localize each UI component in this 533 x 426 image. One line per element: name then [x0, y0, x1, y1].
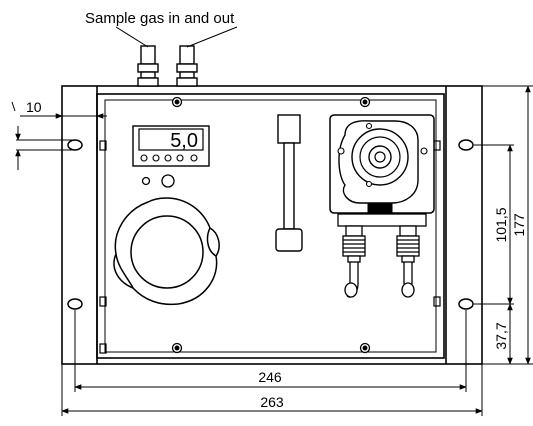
- mounting-slot-top-right: [458, 139, 474, 151]
- dimensions: [11, 85, 533, 416]
- pump-screw: [365, 180, 373, 188]
- pump-rotor-center: [374, 151, 386, 163]
- display-window: [138, 128, 204, 151]
- mounting-slot-bottom-right: [458, 298, 474, 310]
- flowmeter-top-cap: [277, 114, 301, 144]
- display-button-5: [190, 154, 198, 162]
- flange-screw: [99, 296, 107, 307]
- mounting-slot-bottom-left: [67, 298, 83, 310]
- indicator-lamps: [141, 174, 175, 188]
- gas-outlet-fitting: [176, 45, 198, 87]
- filter-window: [130, 215, 204, 289]
- flowmeter: [275, 114, 303, 252]
- panel-inner-edge: [104, 99, 437, 353]
- callout-label: Sample gas in and out: [85, 10, 235, 27]
- pump-screw: [337, 147, 345, 155]
- mounting-slot-top-left: [67, 139, 83, 151]
- pump-base: [337, 213, 427, 227]
- status-led: [141, 176, 151, 186]
- filter-housing: [113, 197, 220, 306]
- reset-button-icon: [161, 174, 175, 188]
- dim-label-37-7: 37,7: [493, 322, 509, 349]
- panel-screws: [171, 96, 371, 354]
- dim-label-10: 10: [26, 99, 42, 115]
- pump-label-badge: [367, 203, 393, 215]
- pump-screw: [365, 122, 373, 130]
- flange-screw: [99, 343, 107, 354]
- panel-outline: [96, 93, 445, 359]
- pump-screw: [420, 147, 428, 155]
- digital-display: 5,0: [132, 125, 210, 167]
- display-button-2: [152, 154, 160, 162]
- display-button-1: [140, 154, 148, 162]
- pump-hose-connector-right: [396, 225, 420, 298]
- flange-screw: [433, 296, 441, 307]
- gas-fittings: [137, 45, 198, 87]
- display-button-4: [176, 154, 184, 162]
- flange-screw: [433, 140, 441, 151]
- frame-outline: [61, 85, 483, 365]
- dim-label-263: 263: [260, 394, 284, 410]
- mounting-slots: [67, 139, 474, 310]
- dim-label-177: 177: [511, 213, 527, 237]
- flowmeter-tube: [283, 142, 295, 230]
- pump-connectors: [342, 225, 420, 298]
- gas-inlet-fitting: [137, 45, 159, 87]
- dim-label-246: 246: [258, 369, 282, 385]
- callout-leaders: [115, 26, 238, 48]
- front-panel: [96, 93, 445, 359]
- peristaltic-pump: [329, 114, 435, 227]
- flange-screw: [99, 140, 107, 151]
- flowmeter-valve: [275, 228, 303, 252]
- display-value: 5,0: [170, 130, 198, 152]
- display-button-3: [164, 154, 172, 162]
- pump-hose-connector-left: [342, 225, 366, 298]
- dim-label-101-5: 101,5: [493, 207, 509, 242]
- flange-screws: [99, 140, 441, 354]
